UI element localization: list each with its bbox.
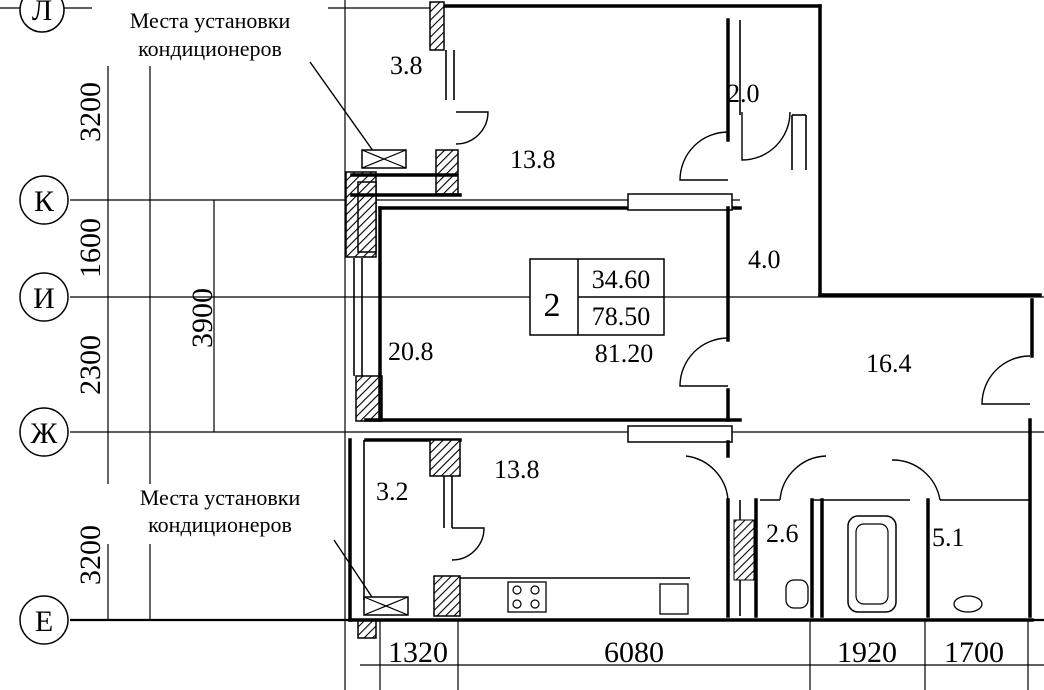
axis-text-l: Л [32,0,52,27]
axis-label-l: Л [19,0,65,33]
ac-box-top [361,149,407,169]
note-ac-top-line1: Места установки [130,8,291,33]
room-area-wc-top: 2.0 [727,79,760,108]
room-area-balcony-bottom: 3.2 [376,477,409,506]
flat-total-with-balcony: 81.20 [595,339,654,368]
dim-h-1920: 1920 [837,636,897,669]
flat-number: 2 [544,287,561,324]
flat-total-area: 78.50 [592,302,651,331]
flat-living-area: 34.60 [592,265,651,294]
dim-h-1320: 1320 [388,636,448,669]
room-area-balcony-top: 3.8 [390,51,423,80]
note-ac-bottom-line2: кондиционеров [148,512,292,537]
ac-box-bottom [363,596,409,616]
doors [451,111,1031,561]
room-area-bath: 5.1 [932,523,965,552]
axis-text-k: К [34,185,55,218]
room-area-hall: 4.0 [748,245,781,274]
dim-v-2300: 2300 [74,335,107,395]
axis-label-i: И [19,272,69,322]
room-area-wc-bottom: 2.6 [766,519,799,548]
axis-text-i: И [33,282,55,315]
axis-text-e: Е [35,605,53,638]
dim-v-1600: 1600 [74,218,107,278]
note-ac-bottom-line1: Места установки [140,485,301,510]
flat-info-box: 2 34.60 78.50 [529,258,665,336]
axis-label-e: Е [19,595,69,645]
room-area-living: 20.8 [388,337,434,366]
room-area-corridor: 16.4 [866,349,912,378]
room-area-bedroom: 13.8 [510,145,556,174]
dim-v-3200-top: 3200 [74,82,107,142]
axis-text-zh: Ж [31,417,58,450]
dim-v-3900: 3900 [186,288,219,348]
note-ac-bottom: Места установки кондиционеров [100,484,375,601]
room-area-kitchen: 13.8 [494,455,540,484]
dim-h-1700: 1700 [944,636,1004,669]
note-ac-top-line2: кондиционеров [138,36,282,61]
dim-h-6080: 6080 [604,636,664,669]
walls [345,1,1042,639]
axis-label-zh: Ж [19,407,69,457]
note-ac-top: Места установки кондиционеров [92,6,377,156]
axis-label-k: К [19,175,69,225]
